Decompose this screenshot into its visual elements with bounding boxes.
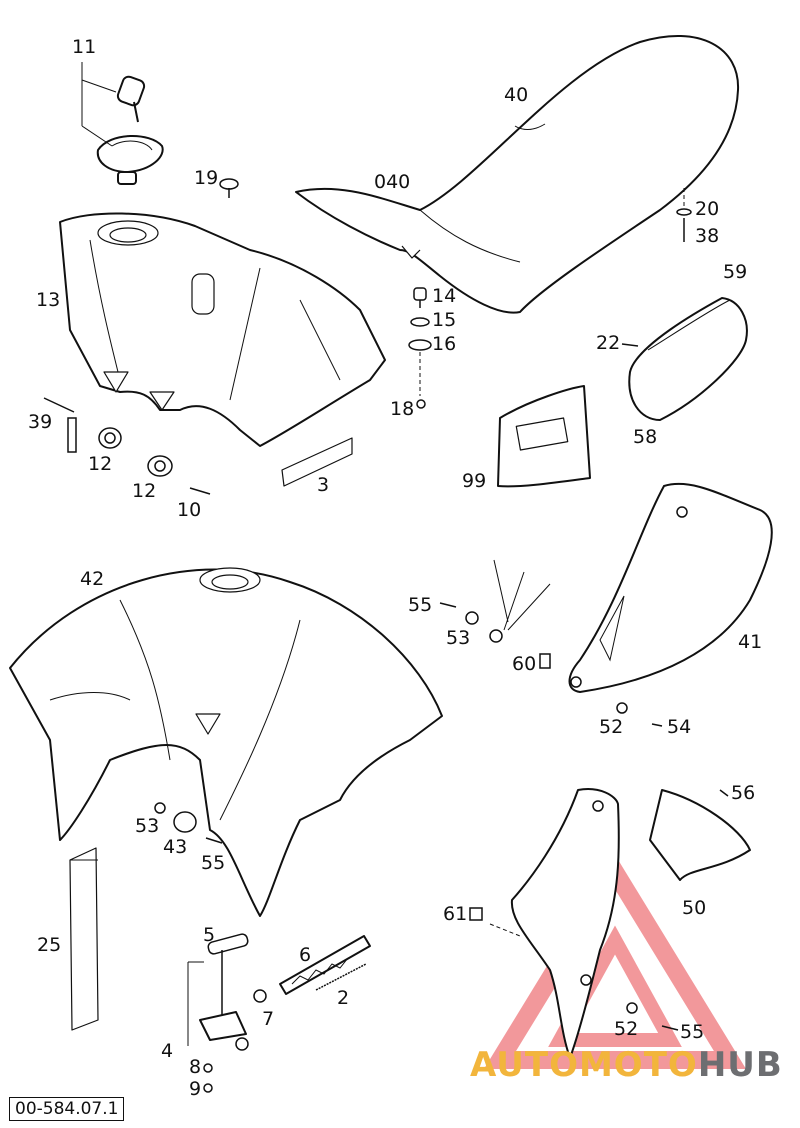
- callout-label-10: 10: [177, 499, 201, 521]
- callout-label-6: 6: [299, 944, 311, 966]
- callout-label-13: 13: [36, 289, 60, 311]
- callout-label-43: 43: [163, 836, 187, 858]
- callout-label-38: 38: [695, 225, 719, 247]
- callout-label-50: 50: [682, 897, 706, 919]
- callout-label-15: 15: [432, 309, 456, 331]
- callout-label-55a: 55: [408, 594, 432, 616]
- watermark-text-a: AUTOMOTO: [470, 1045, 698, 1085]
- drawing-number: 00-584.07.1: [9, 1097, 125, 1121]
- callout-label-7: 7: [262, 1008, 274, 1030]
- watermark-text: AUTOMOTOHUB: [470, 1045, 800, 1085]
- callout-label-58: 58: [633, 426, 657, 448]
- callout-label-60: 60: [512, 653, 536, 675]
- callout-label-42: 42: [80, 568, 104, 590]
- foam-block: [69, 847, 99, 1031]
- callout-label-2: 2: [337, 987, 349, 1009]
- fuel-tap: [187, 933, 249, 1093]
- callout-label-8: 8: [189, 1056, 201, 1078]
- callout-label-61: 61: [443, 903, 467, 925]
- tool-bag: [621, 297, 748, 421]
- fuel-hose-and-spring: [253, 935, 371, 1003]
- callout-label-9: 9: [189, 1078, 201, 1100]
- callout-label-22: 22: [596, 332, 620, 354]
- callout-label-11: 11: [72, 36, 96, 58]
- callout-label-16: 16: [432, 333, 456, 355]
- fuel-tank-lower: [9, 567, 443, 917]
- decal-sheet: [497, 385, 591, 488]
- panel-hardware-mid: [439, 559, 663, 727]
- side-panel-right: [568, 482, 773, 693]
- callout-label-55b: 55: [201, 852, 225, 874]
- callout-label-41: 41: [738, 631, 762, 653]
- callout-label-040: 040: [374, 171, 410, 193]
- small-plug: [219, 178, 239, 198]
- callout-label-14: 14: [432, 285, 456, 307]
- callout-label-4: 4: [161, 1040, 173, 1062]
- seat-bolt: [676, 188, 692, 242]
- seat: [295, 34, 740, 314]
- seat-mount-hardware: [408, 287, 432, 409]
- callout-label-52b: 52: [614, 1018, 638, 1040]
- callout-label-39: 39: [28, 411, 52, 433]
- callout-label-52a: 52: [599, 716, 623, 738]
- tank-hardware-lower: [154, 802, 223, 844]
- watermark-text-b: HUB: [697, 1045, 783, 1085]
- callout-label-18: 18: [390, 398, 414, 420]
- fuel-cap-with-key: [81, 62, 164, 185]
- callout-label-12b: 12: [132, 480, 156, 502]
- callout-labels: 1119133912121034004020381415161859225899…: [28, 36, 762, 1100]
- callout-label-55c: 55: [680, 1021, 704, 1043]
- side-panel-lower: [469, 788, 751, 1059]
- foam-strip: [281, 437, 353, 487]
- callout-label-40: 40: [504, 84, 528, 106]
- callout-label-53a: 53: [446, 627, 470, 649]
- callout-label-56: 56: [731, 782, 755, 804]
- callout-label-19: 19: [194, 167, 218, 189]
- callout-label-99: 99: [462, 470, 486, 492]
- callout-label-59: 59: [723, 261, 747, 283]
- callout-label-5: 5: [203, 924, 215, 946]
- tank-hardware-left: [43, 397, 211, 495]
- callout-label-53b: 53: [135, 815, 159, 837]
- callout-label-54: 54: [667, 716, 691, 738]
- callout-label-25: 25: [37, 934, 61, 956]
- callout-label-12a: 12: [88, 453, 112, 475]
- fuel-tank-upper: [59, 212, 386, 447]
- callout-label-20: 20: [695, 198, 719, 220]
- callout-label-3: 3: [317, 474, 329, 496]
